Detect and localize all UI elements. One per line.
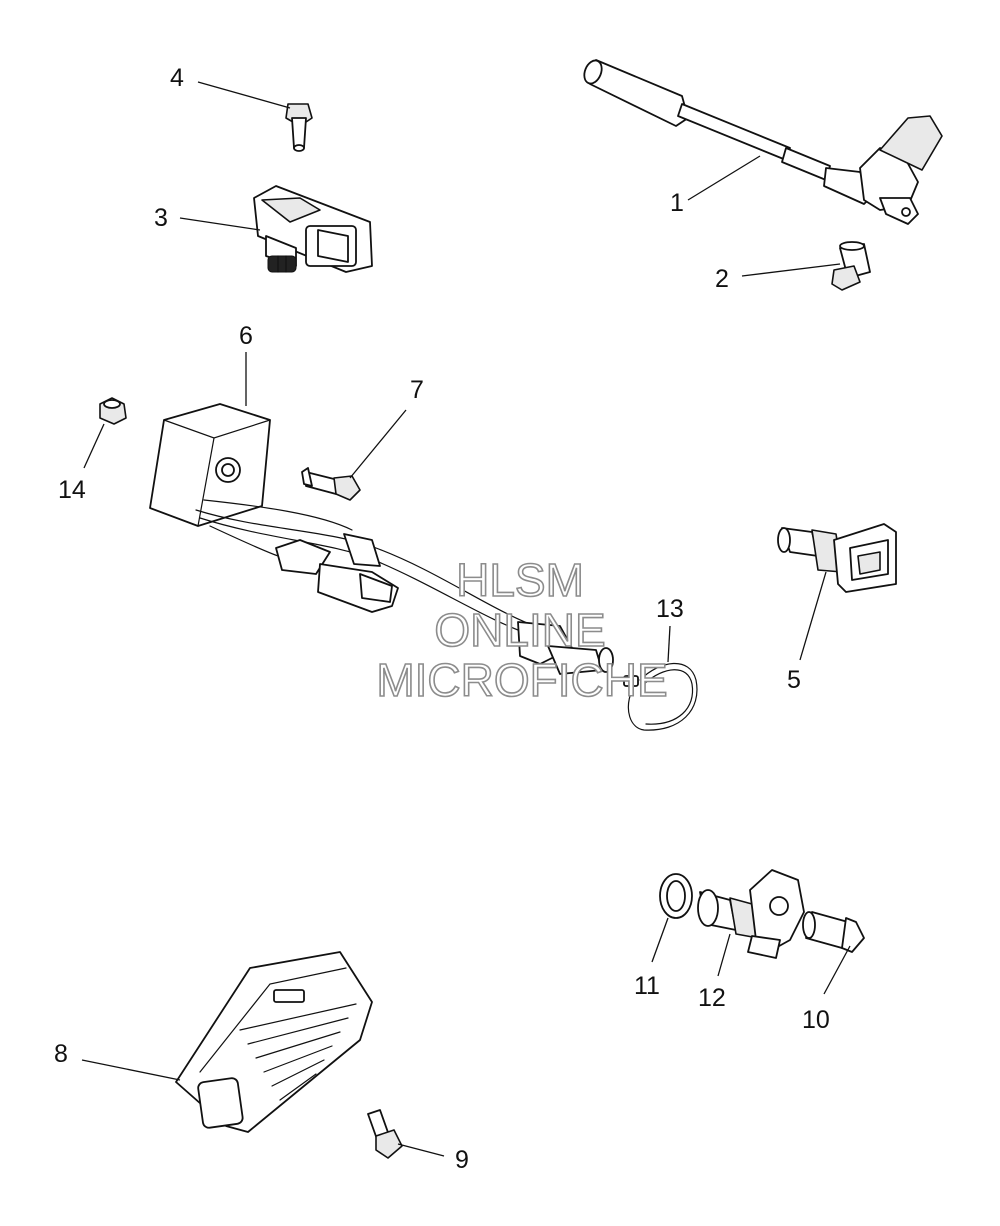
leader-10: [823, 945, 851, 995]
part-3-pressure-sensor: [253, 185, 373, 273]
part-6-module-harness: [149, 403, 614, 675]
leader-14: [83, 423, 105, 469]
leader-11: [651, 917, 669, 963]
part-4-bolt: [285, 103, 313, 152]
callout-14: 14: [58, 476, 86, 504]
leader-8: [81, 1059, 181, 1081]
part-12-speed-sensor: [697, 869, 805, 959]
part-2-bolt: [831, 241, 871, 291]
callout-5: 5: [787, 666, 801, 694]
callout-10: 10: [802, 1006, 830, 1034]
part-10-sleeve: [802, 911, 865, 953]
callout-6: 6: [239, 322, 253, 350]
part-7-bolt: [301, 467, 361, 501]
part-5-temperature-sensor: [777, 523, 897, 593]
callout-7: 7: [410, 376, 424, 404]
watermark-line-2: ONLINE: [434, 604, 605, 656]
callout-9: 9: [455, 1146, 469, 1174]
callout-4: 4: [170, 64, 184, 92]
leader-1: [687, 155, 761, 201]
part-14-nut: [99, 397, 127, 425]
callout-11: 11: [634, 972, 660, 1000]
leader-7: [349, 409, 407, 479]
leader-13: [667, 625, 671, 663]
part-13-cable-tie: [623, 662, 698, 731]
part-9-bolt: [367, 1109, 403, 1159]
callout-12: 12: [698, 984, 726, 1012]
part-1-speed-sensor: [583, 59, 943, 225]
watermark-line-1: HLSM: [456, 554, 584, 606]
leader-3: [179, 217, 261, 231]
part-11-o-ring: [659, 873, 693, 919]
callout-8: 8: [54, 1040, 68, 1068]
callout-1: 1: [670, 189, 684, 217]
callout-13: 13: [656, 595, 684, 623]
watermark-line-3: MICROFICHE: [376, 654, 667, 706]
leader-4: [197, 81, 291, 109]
leader-9: [397, 1143, 445, 1157]
leader-12: [717, 933, 731, 977]
watermark: HLSM ONLINE MICROFICHE: [376, 553, 669, 707]
callout-3: 3: [154, 204, 168, 232]
callout-2: 2: [715, 265, 729, 293]
leader-5: [799, 571, 827, 661]
part-8-regulator: [175, 951, 373, 1133]
leader-2: [741, 263, 841, 277]
